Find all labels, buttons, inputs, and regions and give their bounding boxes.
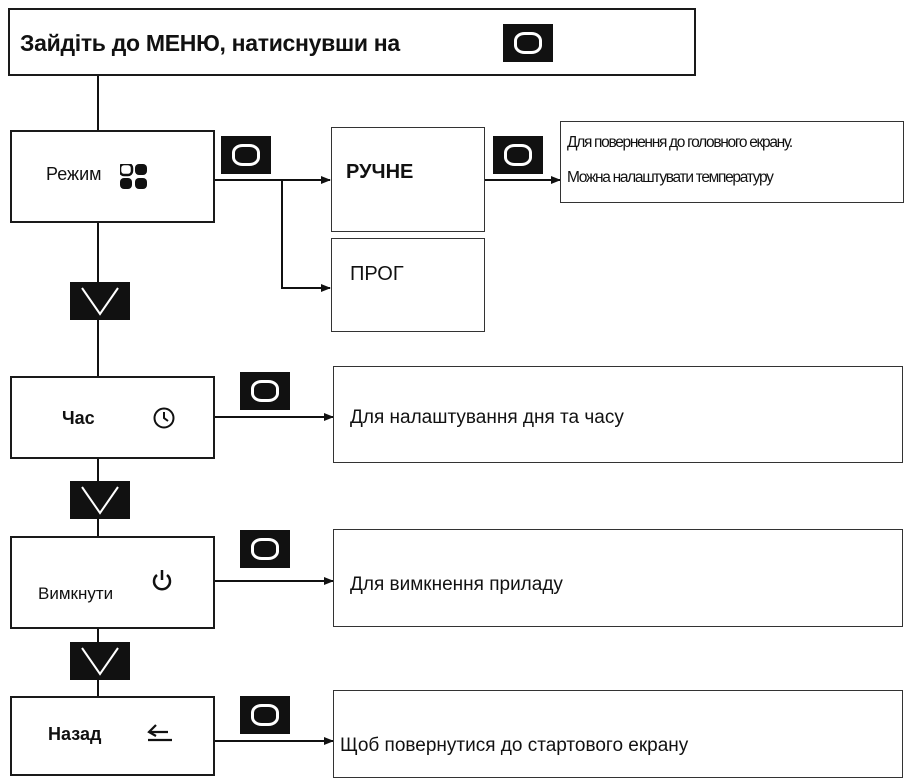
chevron-down-icon[interactable] [70, 282, 130, 320]
manual-note-line1: Для повернення до головного екрану. [567, 134, 793, 151]
off-desc-box: Для вимкнення приладу [333, 529, 903, 627]
ok-button-icon[interactable] [240, 530, 290, 568]
ok-button-icon[interactable] [240, 372, 290, 410]
menu-item-time[interactable]: Час [10, 376, 215, 459]
ok-button-icon[interactable] [221, 136, 271, 174]
menu-item-off-label: Вимкнути [38, 584, 114, 603]
menu-item-back[interactable]: Назад [10, 696, 215, 776]
power-icon [152, 570, 172, 591]
off-desc-text: Для вимкнення приладу [350, 574, 563, 595]
mode-option-prog-label: ПРОГ [350, 263, 404, 285]
ok-button-icon [503, 24, 553, 62]
header-box: Зайдіть до МЕНЮ, натиснувши на [8, 8, 696, 76]
mode-option-manual[interactable]: РУЧНЕ [331, 127, 485, 232]
manual-note-box: Для повернення до головного екрану. Можн… [560, 121, 904, 203]
manual-note-line2: Можна налаштувати температуру [567, 169, 774, 186]
back-arrow-icon [147, 724, 172, 742]
back-desc-box: Щоб повернутися до стартового екрану [333, 690, 903, 778]
menu-item-back-label: Назад [48, 724, 102, 744]
clock-icon [153, 407, 175, 429]
time-desc-text: Для налаштування дня та часу [350, 407, 624, 428]
ok-button-icon[interactable] [493, 136, 543, 174]
ok-button-icon[interactable] [240, 696, 290, 734]
menu-item-mode[interactable]: Режим [10, 130, 215, 223]
back-desc-text: Щоб повернутися до стартового екрану [340, 735, 689, 756]
chevron-down-icon[interactable] [70, 642, 130, 680]
mode-option-manual-label: РУЧНЕ [346, 161, 414, 183]
header-text: Зайдіть до МЕНЮ, натиснувши на [20, 30, 400, 56]
menu-item-off[interactable]: Вимкнути [10, 536, 215, 629]
menu-item-time-label: Час [62, 408, 95, 428]
time-desc-box: Для налаштування дня та часу [333, 366, 903, 463]
chevron-down-icon[interactable] [70, 481, 130, 519]
arrow-mode-prog [281, 180, 331, 292]
mode-option-prog[interactable]: ПРОГ [331, 238, 485, 332]
mode-grid-icon [120, 164, 147, 189]
menu-item-mode-label: Режим [46, 164, 102, 184]
